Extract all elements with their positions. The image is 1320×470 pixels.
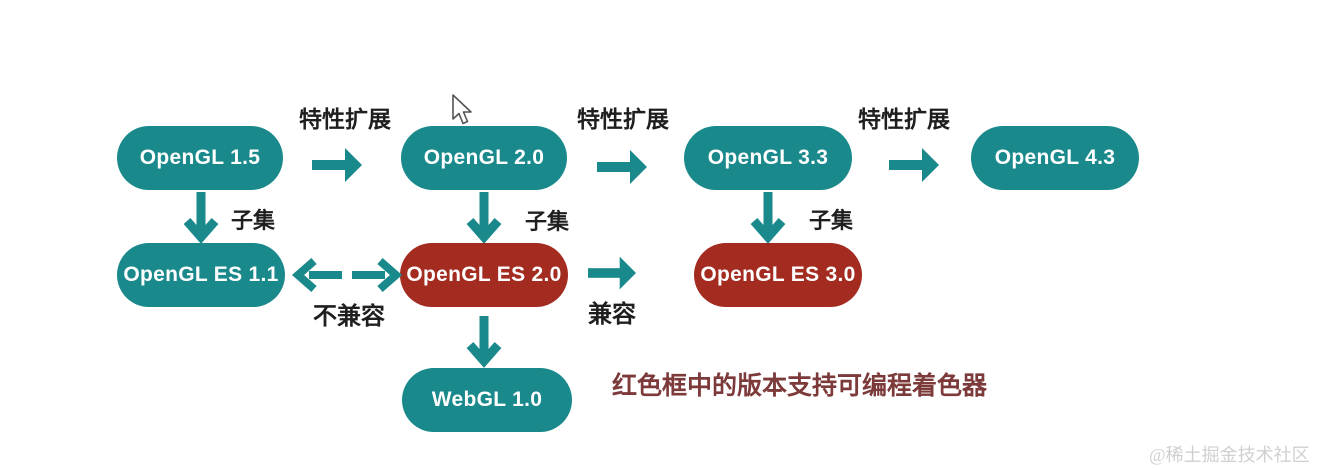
node-label: OpenGL 3.3 — [707, 146, 829, 169]
feature-extension-label: 特性扩展 — [858, 107, 950, 132]
node-label: OpenGL 1.5 — [139, 146, 261, 169]
node-opengl-3-3: OpenGL 3.3 — [684, 126, 852, 190]
subset-label: 子集 — [231, 208, 276, 233]
mouse-cursor-icon — [452, 94, 472, 125]
arrow-down-icon — [750, 192, 786, 244]
arrow-down-icon — [183, 192, 219, 244]
note-text: 红色框中的版本支持可编程着色器 — [612, 373, 988, 400]
arrow-right-icon — [312, 148, 362, 182]
feature-extension-label: 特性扩展 — [299, 107, 391, 132]
arrow-both-icon — [291, 257, 403, 293]
subset-label: 子集 — [525, 209, 570, 234]
node-opengl-es-3-0: OpenGL ES 3.0 — [694, 243, 862, 307]
node-label: OpenGL ES 1.1 — [123, 263, 279, 286]
node-opengl-2-0: OpenGL 2.0 — [401, 126, 567, 190]
arrow-right-icon — [597, 150, 647, 184]
node-label: OpenGL 4.3 — [994, 146, 1116, 169]
node-opengl-1-5: OpenGL 1.5 — [117, 126, 283, 190]
node-opengl-es-2-0: OpenGL ES 2.0 — [400, 243, 568, 307]
node-label: OpenGL ES 2.0 — [406, 263, 562, 286]
incompatible-label: 不兼容 — [313, 304, 385, 330]
node-label: OpenGL ES 3.0 — [700, 263, 856, 286]
feature-extension-label: 特性扩展 — [577, 107, 669, 132]
node-webgl-1-0: WebGL 1.0 — [402, 368, 572, 432]
compatible-label: 兼容 — [588, 302, 636, 328]
arrow-right-icon — [889, 148, 939, 182]
node-opengl-es-1-1: OpenGL ES 1.1 — [117, 243, 285, 307]
node-label: OpenGL 2.0 — [423, 146, 545, 169]
watermark-text: @稀土掘金技术社区 — [1149, 445, 1310, 465]
arrow-down-icon — [466, 316, 502, 368]
arrow-down-icon — [466, 192, 502, 244]
subset-label: 子集 — [809, 208, 854, 233]
node-opengl-4-3: OpenGL 4.3 — [971, 126, 1139, 190]
arrow-right-icon — [588, 256, 636, 290]
node-label: WebGL 1.0 — [431, 388, 543, 411]
